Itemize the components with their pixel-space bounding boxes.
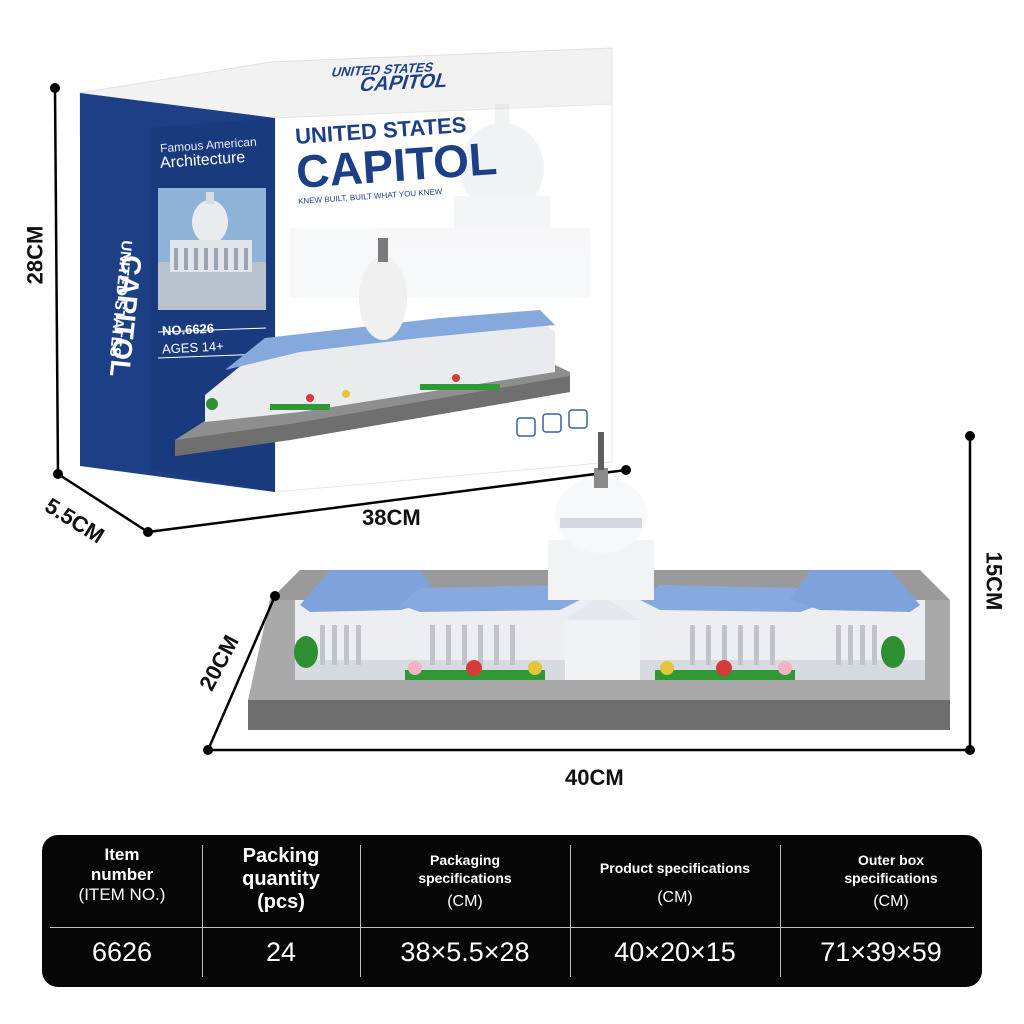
header-packing-line2: quantity [242,868,320,890]
header-item-line1: Item [104,845,140,864]
header-product-line1: Product specifications [599,860,751,876]
box-model-image [175,238,570,456]
header-product-line3: (CM) [657,889,693,906]
value-packaging-specs: 38×5.5×28 [400,937,530,967]
value-packing-quantity: 24 [265,937,297,967]
column-packing-quantity: Packing quantity (pcs) 24 [202,835,360,987]
column-separator [202,845,203,977]
box-width-label: 38CM [362,505,421,530]
header-packaging-line3: (CM) [447,893,483,910]
header-outer-line2: specifications [844,870,938,886]
column-product-specs: Product specifications (CM) 40×20×15 [570,835,780,987]
column-separator [360,845,361,977]
box-height-label: 28CM [22,225,48,285]
model-height-label: 15CM [981,551,1007,611]
column-outer-box-specs: Outer box specifications (CM) 71×39×59 [780,835,982,987]
model-dimension-lines [206,436,972,752]
header-outer-line1: Outer box [857,852,925,868]
header-packaging-line2: specifications [418,870,512,886]
table-divider [50,927,974,928]
box-faded-capitol [290,104,590,298]
capitol-model [248,432,950,730]
header-packing-line1: Packing [242,845,320,867]
box-feature-icons [516,409,588,437]
column-item-number: Item number (ITEM NO.) 6626 [42,835,202,987]
box-item-number: NO.6626 [161,320,215,339]
header-item-line3: (ITEM NO.) [78,885,166,904]
column-separator [570,845,571,977]
model-width-label: 40CM [565,765,624,790]
header-packaging-line1: Packaging [429,852,501,868]
header-item-line2: number [90,865,154,884]
column-separator [780,845,781,977]
model-dome [555,477,647,553]
box-ages: AGES 14+ [161,338,225,357]
specifications-table: Item number (ITEM NO.) 6626 Packing quan… [42,835,982,987]
model-roof-right [790,570,920,612]
box-dimension-lines [53,87,627,534]
box-top-title-2: CAPITOL [356,69,451,97]
value-outer-box-specs: 71×39×59 [820,937,942,967]
header-outer-line3: (CM) [873,893,909,910]
header-packing-line3: (pcs) [257,891,305,913]
column-packaging-specs: Packaging specifications (CM) 38×5.5×28 [360,835,570,987]
value-item-number: 6626 [91,937,153,967]
value-product-specs: 40×20×15 [614,937,736,967]
